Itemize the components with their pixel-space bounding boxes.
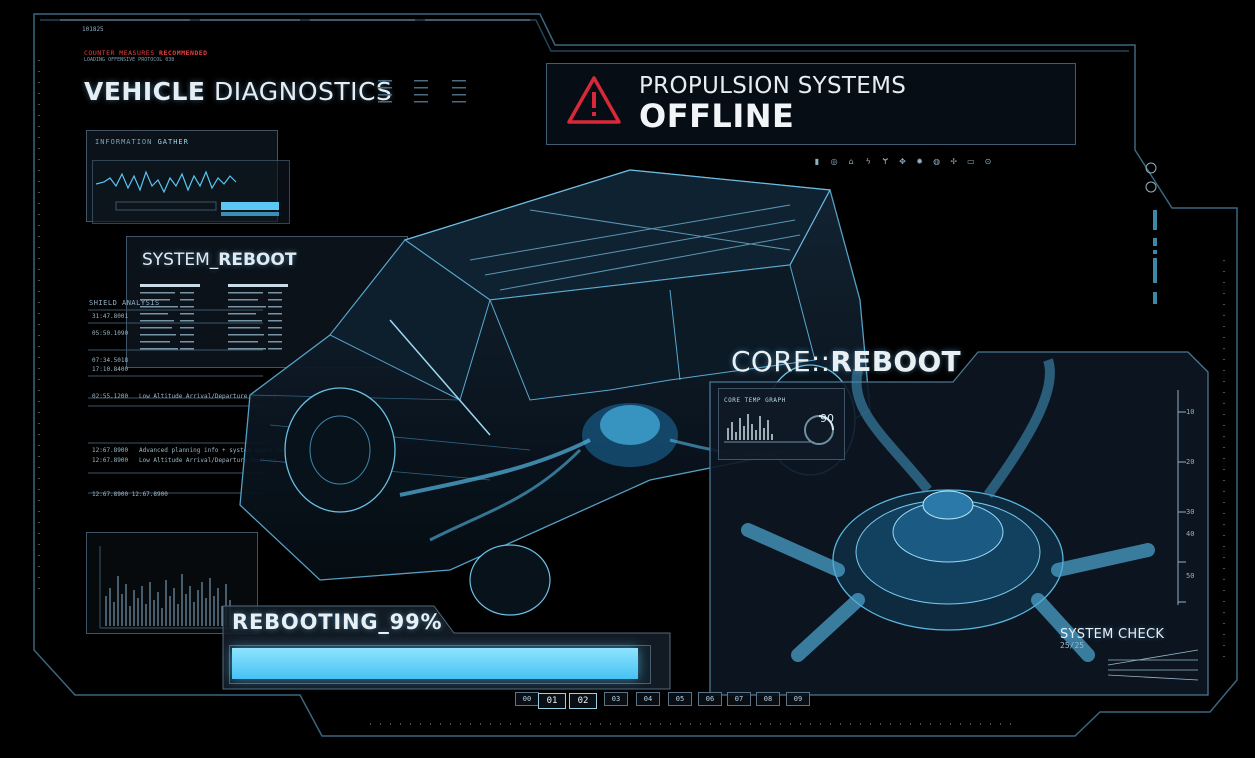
log-row: 17:10.8400 [92,366,129,373]
log-row: 02:55.1200 Low Altitude Arrival/Departur… [92,393,276,400]
page-title-rest: DIAGNOSTICS [205,77,393,106]
info-title-a: INFORMATION [95,138,153,146]
chevron-down-icon[interactable]: ⊙ [984,157,992,166]
core-scale-tick: 50 [1186,572,1195,580]
core-title-a: CORE:: [731,345,831,378]
log-time: 02:55.1200 [92,393,129,400]
log-row: 12:67.8900 Advanced planning info + syst… [92,447,312,454]
reboot-progress-bar [229,645,651,684]
counter-strong: RECOMMENDED [159,49,208,57]
core-temp-value: 90 [820,412,834,425]
log-row: 12:67.8900 Low Altitude Arrival/Departur… [92,457,276,464]
information-gather-title: INFORMATION GATHER [95,138,189,146]
page-title: VEHICLE DIAGNOSTICS [84,77,392,106]
rebooting-label: REBOOTING_99% [232,610,443,634]
core-scale-tick: 30 [1186,508,1195,516]
tab-01[interactable]: 01 [538,693,566,709]
tab-03[interactable]: 03 [604,692,628,706]
page-title-strong: VEHICLE [84,77,206,106]
system-reboot-title: SYSTEM_REBOOT [142,250,296,270]
monitor-icon[interactable]: ▭ [967,157,975,166]
tire-icon[interactable]: ◎ [830,157,838,166]
fan-icon[interactable]: ✢ [950,157,958,166]
system-check-title: SYSTEM CHECK [1060,627,1165,642]
log-time: 12:67.8900 [92,447,129,454]
log-text: Advanced planning info + system users fa… [138,447,313,454]
log-row: 31:47.8001 [92,313,129,320]
shield-analysis-heading: SHIELD ANALYSIS [89,299,160,307]
tab-02[interactable]: 02 [569,693,597,709]
alert-line-1: PROPULSION SYSTEMS [639,73,907,99]
counter-prefix: COUNTER MEASURES [84,49,155,57]
information-waveform [96,170,279,216]
core-temp-label: CORE TEMP GRAPH [724,397,786,404]
header-data-columns [378,80,466,103]
tab-07[interactable]: 07 [727,692,751,706]
engine-icon[interactable]: ✥ [899,157,906,166]
core-temp-graph [724,414,834,445]
core-title-b: REBOOT [830,345,961,378]
alert-line-2: OFFLINE [639,97,795,135]
reboot-progress-fill [232,648,638,679]
tab-05[interactable]: 05 [668,692,692,706]
log-row: 07:34.5018 [92,357,129,364]
tab-00[interactable]: 00 [515,692,539,706]
tab-08[interactable]: 08 [756,692,780,706]
signal-histogram [99,546,246,629]
system-reboot-table [140,284,288,350]
system-check-count: 25/25 [1060,641,1085,650]
log-row: 05:50.1090 [92,330,129,337]
core-reboot-title: CORE::REBOOT [731,345,961,378]
tab-09[interactable]: 09 [786,692,810,706]
tab-04[interactable]: 04 [636,692,660,706]
core-temp-graph-panel [718,388,845,460]
loading-status: LOADING OFFENSIVE PROTOCOL 038 [84,57,175,63]
core-scale-tick: 10 [1186,408,1195,416]
warning-triangle-icon [567,76,621,124]
info-title-b: GATHER [152,138,189,146]
log-row: 12:67.8900 12:67.8900 [92,491,168,498]
lightning-icon[interactable]: ϟ [865,157,871,166]
counter-measures-status: COUNTER MEASURES RECOMMENDED [84,49,208,57]
log-time: 12:67.8900 [92,457,129,464]
tab-06[interactable]: 06 [698,692,722,706]
log-text: Low Altitude Arrival/Departure Routing [138,393,277,400]
battery-icon[interactable]: ▮ [814,157,820,166]
wrench-icon[interactable]: Ɏ [882,157,888,166]
system-reboot-title-b: REBOOT [218,250,297,270]
system-reboot-title-a: SYSTEM_ [142,250,219,270]
core-scale-tick: 20 [1186,458,1195,466]
log-text: Low Altitude Arrival/Departure Routing [138,457,277,464]
screen-code-id: 101825 [82,26,104,33]
system-icon-row: ▮ ◎ ⌂ ϟ Ɏ ✥ ✹ ◍ ✢ ▭ ⊙ [812,149,995,168]
gear-icon[interactable]: ✹ [916,157,923,166]
oil-icon[interactable]: ◍ [933,157,941,166]
propulsion-alert [546,63,1076,145]
core-scale-tick: 40 [1186,530,1195,538]
log-dividers [88,309,263,494]
home-icon[interactable]: ⌂ [848,157,854,166]
